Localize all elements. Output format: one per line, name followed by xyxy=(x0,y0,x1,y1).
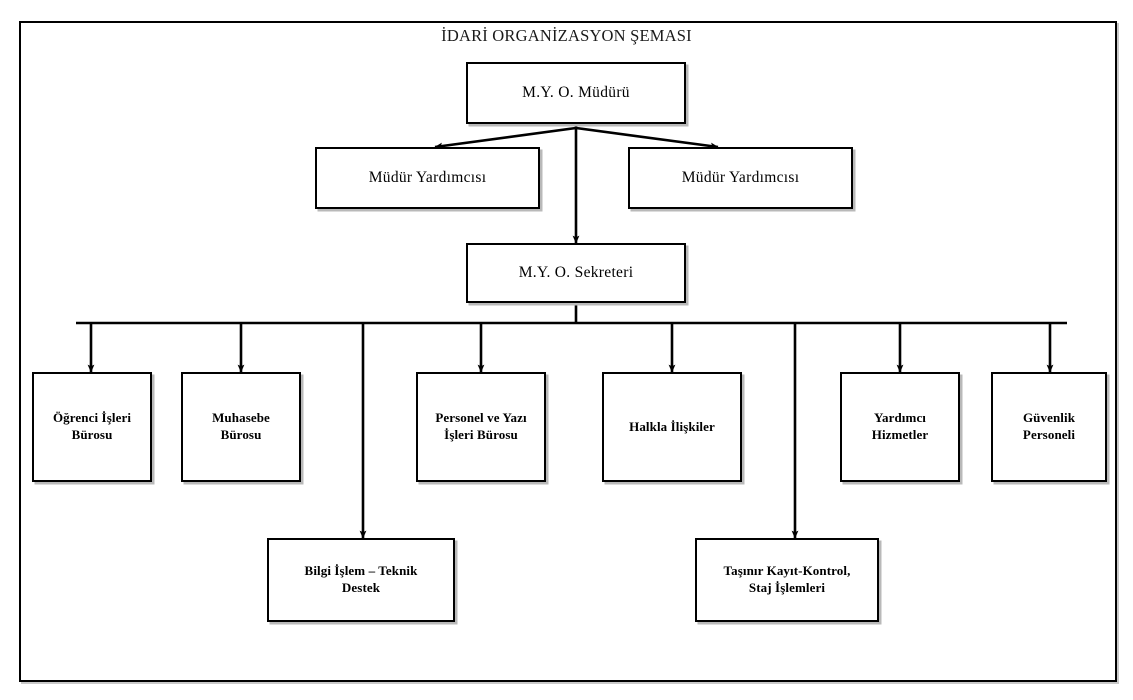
node-accounting[interactable]: Muhasebe Bürosu xyxy=(181,372,301,482)
node-student-affairs[interactable]: Öğrenci İşleri Bürosu xyxy=(32,372,152,482)
node-deputy-director-left[interactable]: Müdür Yardımcısı xyxy=(315,147,540,209)
node-deputy-director-left-label: Müdür Yardımcısı xyxy=(368,169,487,187)
node-security-personnel-label: Güvenlik Personeli xyxy=(1022,410,1076,442)
node-public-relations-label: Halkla İlişkiler xyxy=(629,418,715,434)
node-it-technical-support[interactable]: Bilgi İşlem – Teknik Destek xyxy=(267,538,455,622)
node-accounting-label: Muhasebe Bürosu xyxy=(212,410,270,442)
page-title: İDARİ ORGANİZASYON ŞEMASI xyxy=(441,26,692,45)
node-it-technical-support-label: Bilgi İşlem – Teknik Destek xyxy=(304,563,418,595)
node-inventory-internship-label: Taşınır Kayıt-Kontrol, Staj İşlemleri xyxy=(723,563,851,595)
node-inventory-internship[interactable]: Taşınır Kayıt-Kontrol, Staj İşlemleri xyxy=(695,538,879,622)
node-director[interactable]: M.Y. O. Müdürü xyxy=(466,62,686,124)
node-secretary-label: M.Y. O. Sekreteri xyxy=(518,264,634,282)
node-student-affairs-label: Öğrenci İşleri Bürosu xyxy=(52,410,132,442)
node-auxiliary-services-label: Yardımcı Hizmetler xyxy=(871,410,929,442)
node-public-relations[interactable]: Halkla İlişkiler xyxy=(602,372,742,482)
node-security-personnel[interactable]: Güvenlik Personeli xyxy=(991,372,1107,482)
node-deputy-director-right-label: Müdür Yardımcısı xyxy=(681,169,800,187)
node-director-label: M.Y. O. Müdürü xyxy=(522,84,630,102)
node-personnel-affairs[interactable]: Personel ve Yazı İşleri Bürosu xyxy=(416,372,546,482)
node-personnel-affairs-label: Personel ve Yazı İşleri Bürosu xyxy=(435,410,527,442)
node-auxiliary-services[interactable]: Yardımcı Hizmetler xyxy=(840,372,960,482)
node-secretary[interactable]: M.Y. O. Sekreteri xyxy=(466,243,686,303)
node-deputy-director-right[interactable]: Müdür Yardımcısı xyxy=(628,147,853,209)
